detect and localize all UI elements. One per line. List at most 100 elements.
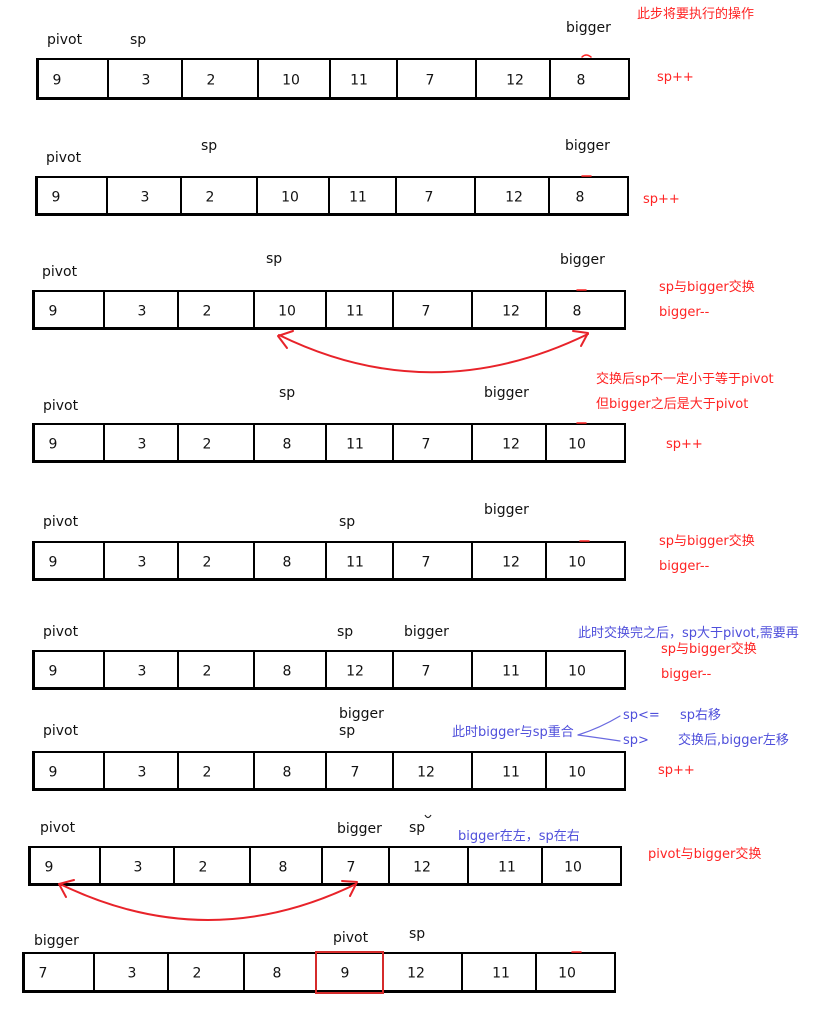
bigger-label: bigger (337, 821, 382, 837)
array-cell: 7 (394, 543, 473, 578)
pivot-label: pivot (43, 624, 79, 640)
pivot-label: pivot (43, 514, 79, 530)
array-cell: 10 (547, 425, 624, 460)
cell-value: 3 (137, 554, 147, 571)
array-cell: 11 (327, 543, 394, 578)
cell-value: 9 (48, 436, 58, 453)
cell-value: 7 (38, 965, 48, 982)
cell-value: 7 (425, 72, 435, 89)
swap-arrow (278, 333, 589, 374)
cell-value: 7 (424, 189, 434, 206)
cell-value: 11 (492, 965, 510, 982)
cell-value: 10 (278, 303, 296, 320)
array-cell: 3 (105, 425, 179, 460)
array-cell: 10 (537, 954, 614, 990)
cell-value: 9 (44, 859, 54, 876)
pivot-label: pivot (40, 820, 76, 836)
array-cell: 7 (398, 60, 477, 97)
tick-mark (581, 54, 592, 58)
cell-value: 3 (137, 436, 147, 453)
branch-line-down (577, 734, 621, 742)
array-cell: 12 (473, 425, 547, 460)
case-condition: sp> (623, 733, 649, 748)
cell-value: 11 (349, 189, 367, 206)
sp-label: sp (266, 251, 283, 267)
array-cell: 8 (551, 60, 628, 97)
cell-value: 12 (502, 554, 520, 571)
array-cell: 7 (327, 753, 394, 788)
cell-value: 2 (202, 303, 212, 320)
cell-value: 12 (417, 764, 435, 781)
array-cell: 12 (473, 543, 547, 578)
cell-value: 2 (202, 436, 212, 453)
cell-value: 11 (350, 72, 368, 89)
array-cell: 3 (105, 753, 179, 788)
cell-value: 12 (502, 303, 520, 320)
sp-label: sp (201, 138, 218, 154)
cell-value: 10 (282, 72, 300, 89)
cell-value: 11 (502, 764, 520, 781)
case-result: sp右移 (680, 708, 722, 723)
array-cell: 3 (105, 543, 179, 578)
cell-value: 9 (51, 189, 61, 206)
cell-value: 8 (576, 72, 586, 89)
array-cell: 11 (469, 848, 543, 883)
array-cell: 2 (179, 543, 255, 578)
branch-line-up (577, 715, 621, 736)
bigger-label: bigger (484, 502, 529, 518)
cell-value: 8 (282, 764, 292, 781)
array-cell: 10 (547, 652, 624, 687)
cell-value: 3 (133, 859, 143, 876)
array-cell: 2 (183, 60, 259, 97)
sp-label: sp (279, 385, 296, 401)
cell-value: 3 (141, 72, 151, 89)
cell-value: 9 (48, 764, 58, 781)
bigger-label: bigger (560, 252, 605, 268)
array-cell: 10 (259, 60, 331, 97)
case-result: 交换后,bigger左移 (678, 733, 789, 748)
array-cell: 9 (35, 425, 105, 460)
cell-value: 8 (575, 189, 585, 206)
array-cell: 3 (95, 954, 169, 990)
pivot-label: pivot (333, 930, 369, 946)
header-note: 此步将要执行的操作 (637, 7, 755, 22)
bigger-label: bigger (484, 385, 529, 401)
array-cell: 12 (477, 60, 551, 97)
step-action: sp++ (643, 192, 680, 207)
array-cell: 3 (105, 292, 179, 327)
cell-value: 8 (272, 965, 282, 982)
cell-value: 11 (346, 554, 364, 571)
cell-value: 8 (282, 436, 292, 453)
step-note: 此时bigger与sp重合 (452, 725, 574, 740)
step-action: sp++ (657, 70, 694, 85)
array-cell: 10 (547, 753, 624, 788)
array-cell: 7 (394, 425, 473, 460)
sp-label: sp (409, 820, 426, 836)
cell-value: 3 (137, 663, 147, 680)
array-cell: 11 (331, 60, 398, 97)
sp-label: sp (130, 32, 147, 48)
cell-value: 2 (202, 663, 212, 680)
bigger-label: bigger (566, 20, 611, 36)
step-action: sp++ (658, 763, 695, 778)
step-action: sp与bigger交换 (661, 642, 757, 657)
cell-value: 9 (48, 554, 58, 571)
array-cell: 7 (397, 178, 476, 213)
cell-value: 3 (137, 764, 147, 781)
array-cell-highlighted: 9 (315, 951, 384, 994)
sp-label: sp (409, 926, 426, 942)
pivot-label: pivot (42, 264, 78, 280)
array-cell: 9 (35, 753, 105, 788)
array-cell: 8 (251, 848, 323, 883)
cell-value: 9 (340, 965, 350, 982)
array-cell: 8 (255, 543, 327, 578)
pivot-label: pivot (46, 150, 82, 166)
cell-value: 10 (568, 436, 586, 453)
bigger-label: bigger (565, 138, 610, 154)
cell-value: 10 (564, 859, 582, 876)
